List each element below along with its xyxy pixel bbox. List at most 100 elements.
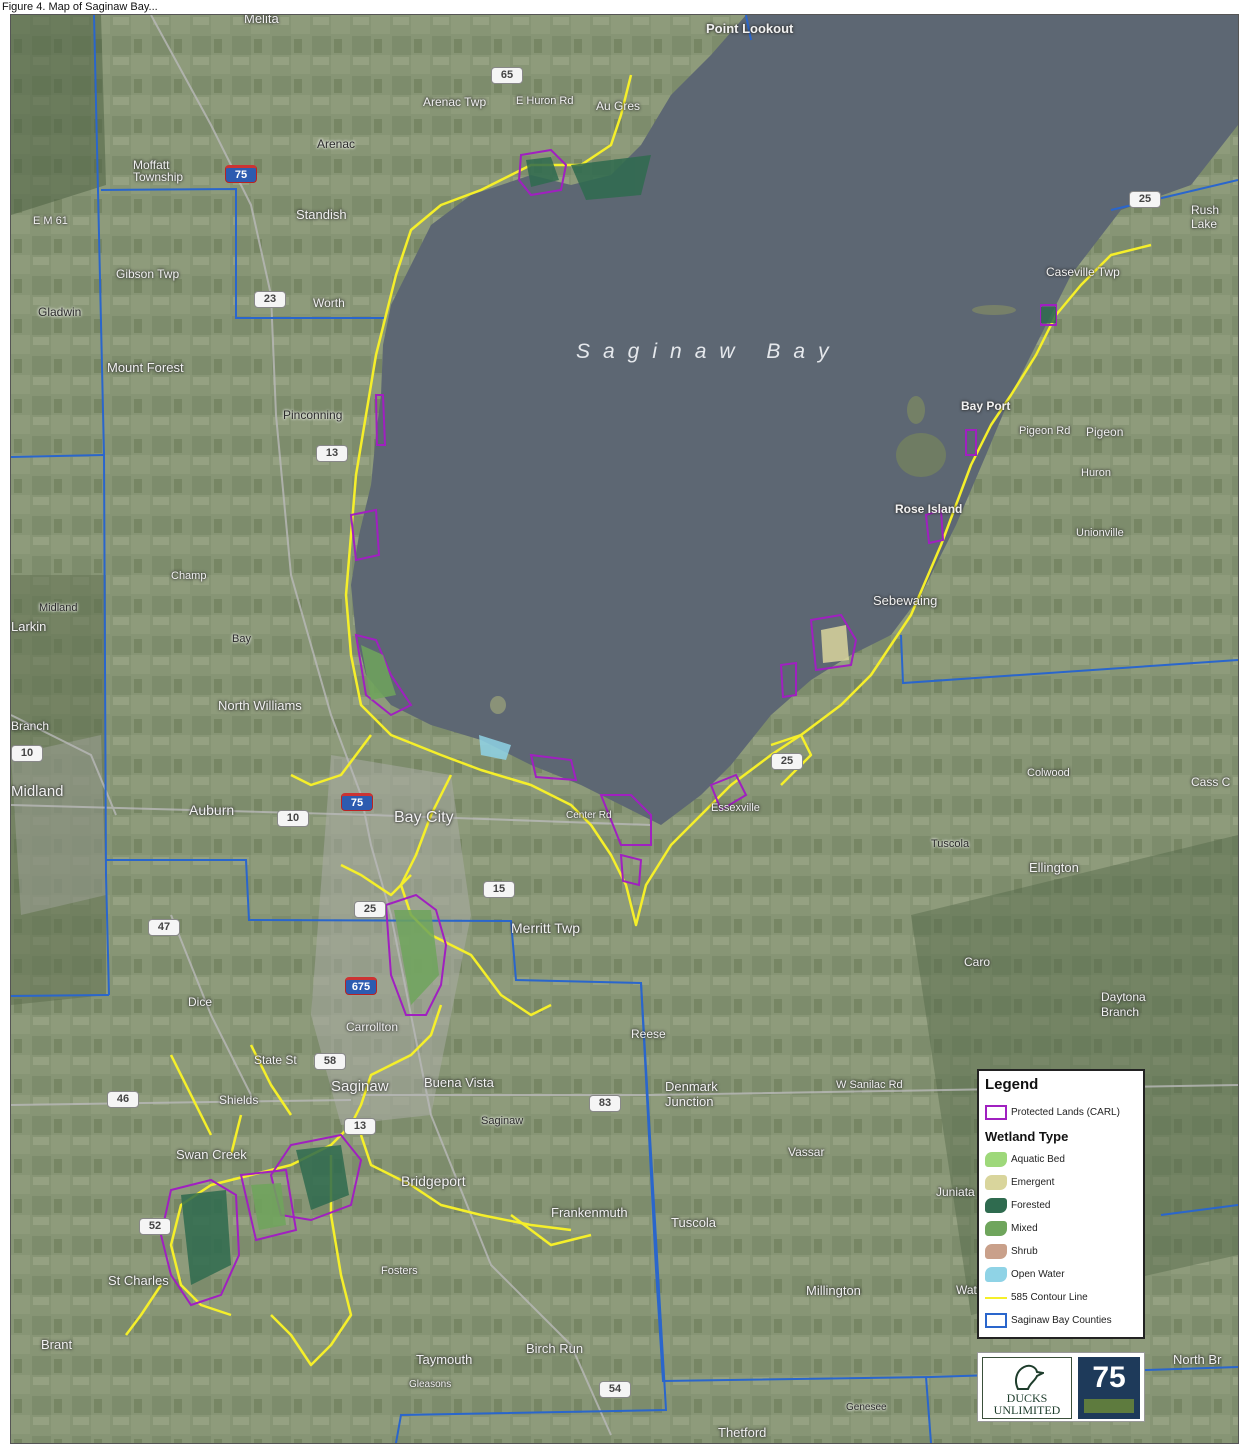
place-label: Arenac Twp bbox=[423, 95, 487, 109]
place-label: E M 61 bbox=[33, 215, 68, 227]
legend-item-wetland: Emergent bbox=[985, 1171, 1137, 1194]
place-label: Tuscola bbox=[671, 1215, 717, 1230]
ducks-unlimited-logo: DUCKS UNLIMITED bbox=[982, 1357, 1072, 1419]
anniversary-band bbox=[1084, 1399, 1134, 1413]
place-label: Vassar bbox=[788, 1145, 825, 1159]
route-shield: 47 bbox=[148, 919, 180, 936]
place-label: Larkin bbox=[11, 619, 47, 634]
route-shield: 25 bbox=[771, 753, 803, 770]
place-label: Arenac bbox=[317, 137, 356, 151]
place-label: Fosters bbox=[381, 1265, 418, 1277]
place-label: Frankenmuth bbox=[551, 1205, 628, 1220]
legend-item-label: Aquatic Bed bbox=[1011, 1154, 1065, 1165]
map-legend: Legend Protected Lands (CARL) Wetland Ty… bbox=[977, 1069, 1145, 1339]
anniversary-number: 75 bbox=[1092, 1361, 1126, 1394]
legend-item-counties: Saginaw Bay Counties bbox=[985, 1309, 1137, 1332]
legend-item-protected-lands: Protected Lands (CARL) bbox=[985, 1101, 1137, 1124]
place-label: Colwood bbox=[1027, 767, 1070, 779]
figure-caption: Figure 4. Map of Saginaw Bay... bbox=[2, 1, 158, 13]
place-label: Unionville bbox=[1076, 527, 1124, 539]
route-shield: 10 bbox=[11, 745, 43, 762]
wetland-type-heading: Wetland Type bbox=[985, 1129, 1069, 1144]
place-label: Carrollton bbox=[346, 1020, 399, 1034]
place-label: Pinconning bbox=[283, 408, 343, 422]
wetland-swatch bbox=[985, 1267, 1007, 1282]
legend-item-label: Forested bbox=[1011, 1200, 1051, 1211]
route-shield: 13 bbox=[344, 1118, 376, 1135]
island bbox=[907, 396, 925, 424]
place-label: St Charles bbox=[108, 1273, 169, 1288]
place-label: Denmark Junction bbox=[665, 1079, 718, 1109]
place-label: Huron bbox=[1081, 467, 1111, 479]
interstate-shield: 75 bbox=[225, 165, 257, 183]
place-label: Midland bbox=[39, 602, 78, 614]
place-label: Sebewaing bbox=[873, 593, 938, 608]
place-label: Auburn bbox=[189, 802, 235, 818]
place-label: Reese bbox=[631, 1027, 666, 1041]
place-label: Juniata bbox=[936, 1185, 975, 1199]
wetland-swatch bbox=[985, 1175, 1007, 1190]
legend-title: Legend bbox=[985, 1076, 1039, 1093]
place-label: Worth bbox=[313, 296, 345, 310]
place-label: Thetford bbox=[718, 1425, 767, 1440]
legend-item-label: Emergent bbox=[1011, 1177, 1055, 1188]
route-shield: 25 bbox=[1129, 191, 1161, 208]
place-label: Rose Island bbox=[895, 502, 963, 516]
legend-item-wetland: Shrub bbox=[985, 1240, 1137, 1263]
bay-label: Saginaw Bay bbox=[576, 340, 842, 363]
wetland-swatch bbox=[985, 1152, 1007, 1167]
place-label: Gibson Twp bbox=[116, 267, 180, 281]
legend-item-label: 585 Contour Line bbox=[1011, 1292, 1088, 1303]
place-label: Caseville Twp bbox=[1046, 265, 1120, 279]
logos-panel: DUCKS UNLIMITED 75 bbox=[977, 1352, 1145, 1422]
place-label: Genesee bbox=[846, 1402, 887, 1413]
place-label: Shields bbox=[219, 1093, 259, 1107]
place-label: Caro bbox=[964, 955, 991, 969]
place-label: Melita bbox=[244, 14, 279, 26]
island bbox=[490, 696, 506, 714]
place-label: E Huron Rd bbox=[516, 95, 574, 107]
place-label: Merritt Twp bbox=[511, 920, 580, 936]
island bbox=[972, 305, 1016, 315]
place-label: Standish bbox=[296, 207, 347, 222]
place-label: Taymouth bbox=[416, 1352, 473, 1367]
place-label: Buena Vista bbox=[424, 1075, 494, 1090]
place-label: Birch Run bbox=[526, 1341, 584, 1356]
place-label: Point Lookout bbox=[706, 21, 794, 36]
contour-line-swatch bbox=[985, 1296, 1007, 1299]
legend-item-wetland: Aquatic Bed bbox=[985, 1148, 1137, 1171]
legend-item-label: Open Water bbox=[1011, 1269, 1065, 1280]
route-shield: 46 bbox=[107, 1091, 139, 1108]
county-boundaries bbox=[11, 15, 1238, 1443]
place-label: Bridgeport bbox=[401, 1173, 466, 1189]
place-label: Pigeon bbox=[1086, 425, 1124, 439]
place-label: Champ bbox=[171, 570, 207, 582]
route-shield: 54 bbox=[599, 1381, 631, 1398]
place-label: North Br bbox=[1173, 1352, 1222, 1367]
route-shield: 25 bbox=[354, 901, 386, 918]
route-shield: 52 bbox=[139, 1218, 171, 1235]
interstate-shield: 675 bbox=[345, 977, 377, 995]
saginaw-bay-water bbox=[351, 15, 1238, 825]
place-label: Rush Lake bbox=[1191, 203, 1220, 231]
route-shield: 65 bbox=[491, 67, 523, 84]
route-shield: 13 bbox=[316, 445, 348, 462]
route-shield: 83 bbox=[589, 1095, 621, 1112]
place-label: Bay Port bbox=[961, 399, 1011, 413]
legend-item-label: Saginaw Bay Counties bbox=[1011, 1315, 1112, 1326]
place-label: Daytona Branch bbox=[1101, 990, 1146, 1019]
place-label: Gleasons bbox=[409, 1379, 452, 1390]
wetland-swatch bbox=[985, 1244, 1007, 1259]
place-label: Pigeon Rd bbox=[1019, 425, 1071, 437]
place-label: Millington bbox=[806, 1283, 861, 1298]
legend-item-contour: 585 Contour Line bbox=[985, 1286, 1137, 1309]
place-label: Dice bbox=[188, 995, 213, 1009]
place-label: Saginaw bbox=[331, 1078, 389, 1095]
counties-swatch bbox=[985, 1313, 1007, 1328]
route-shield: 23 bbox=[254, 291, 286, 308]
place-label: Bay City bbox=[394, 809, 454, 826]
place-label: Saginaw bbox=[481, 1115, 524, 1127]
interstate-shield: 75 bbox=[341, 793, 373, 811]
legend-item-wetland: Forested bbox=[985, 1194, 1137, 1217]
place-label: W Sanilac Rd bbox=[836, 1079, 903, 1091]
